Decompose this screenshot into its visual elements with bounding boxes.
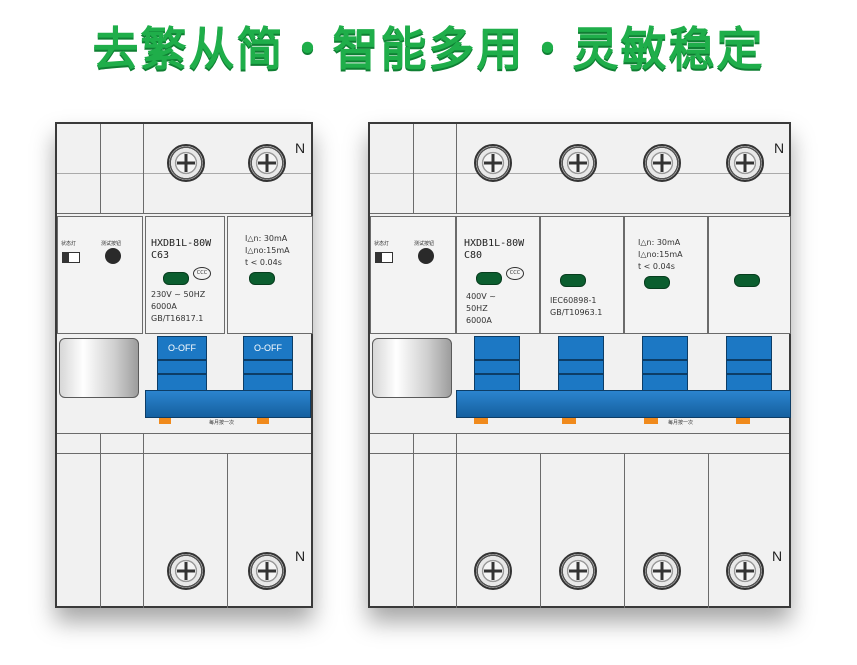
handle-left[interactable]: O-OFF (157, 336, 207, 394)
divider (143, 124, 144, 214)
divider (708, 454, 709, 608)
standards-led (560, 274, 586, 287)
top-terminal-band (57, 124, 311, 214)
orange-marker (562, 418, 576, 424)
model-number: HXDB1L-80W (151, 238, 212, 249)
divider (413, 434, 414, 608)
terminal-screw (643, 144, 681, 182)
ccc-mark: CCC (193, 267, 211, 280)
terminal-screw (643, 552, 681, 590)
test-label: 测试按钮 (414, 241, 435, 247)
handle-right-label: O-OFF (254, 343, 282, 353)
frequency-spec: 50HZ (466, 304, 488, 313)
model-number: HXDB1L-80W (464, 238, 525, 249)
test-button[interactable] (418, 248, 434, 264)
divider (456, 124, 457, 214)
trip-time: t < 0.04s (638, 262, 675, 271)
handle-pole-1[interactable] (474, 336, 520, 394)
handle-pole-2[interactable] (558, 336, 604, 394)
neutral-led (734, 274, 760, 287)
leakage-current: I△n: 30mA (245, 234, 288, 243)
terminal-screw (248, 552, 286, 590)
top-terminal-band (370, 124, 789, 214)
neutral-label-bottom: N (295, 548, 306, 564)
leakage-current: I△n: 30mA (638, 238, 681, 247)
test-label: 测试按钮 (101, 241, 122, 247)
orange-marker (474, 418, 488, 424)
terminal-screw (726, 144, 764, 182)
terminal-screw (726, 552, 764, 590)
left-breaker: N 状态灯 测试按钮 HXDB1L-80W C63 CCC 230V ~ 50H… (55, 122, 313, 608)
lower-band (57, 434, 311, 454)
handle-pole-3[interactable] (642, 336, 688, 394)
test-cylinder (59, 338, 139, 398)
divider (413, 124, 414, 214)
neutral-label-top: N (774, 140, 785, 156)
leakage-no-trip: I△no:15mA (638, 250, 683, 259)
handle-band (370, 334, 789, 434)
rating: C63 (151, 250, 170, 261)
leakage-led (644, 276, 670, 289)
terminal-screw (559, 144, 597, 182)
handle-pole-4[interactable] (726, 336, 772, 394)
neutral-label-bottom: N (772, 548, 783, 564)
divider (227, 454, 228, 608)
terminal-screw (167, 552, 205, 590)
status-indicator (62, 252, 80, 263)
divider (456, 434, 457, 608)
terminal-screw (474, 552, 512, 590)
terminal-screw (559, 552, 597, 590)
voltage-spec: 230V ~ 50HZ (151, 290, 206, 299)
test-cylinder (372, 338, 452, 398)
divider (540, 454, 541, 608)
leakage-no-trip: I△no:15mA (245, 246, 290, 255)
test-button[interactable] (105, 248, 121, 264)
status-indicator (375, 252, 393, 263)
leakage-panel (624, 216, 708, 334)
terminal-screw (474, 144, 512, 182)
rail-note: 每月按一次 (668, 420, 694, 426)
breaking-spec: 6000A (151, 302, 177, 311)
handle-band (57, 334, 311, 434)
lower-band (370, 434, 789, 454)
indicator-label: 状态灯 (374, 241, 390, 247)
ccc-mark: CCC (506, 267, 524, 280)
status-led (476, 272, 502, 285)
neutral-label-top: N (295, 140, 306, 156)
handle-right[interactable]: O-OFF (243, 336, 293, 394)
voltage-spec: 400V ~ (466, 292, 496, 301)
right-breaker: N 状态灯 测试按钮 HXDB1L-80W C80 CCC 400V ~ 50H… (368, 122, 791, 608)
orange-marker (257, 418, 269, 424)
control-module (370, 216, 456, 334)
indicator-label: 状态灯 (61, 241, 77, 247)
orange-marker (736, 418, 750, 424)
handle-tie-bar[interactable] (145, 390, 311, 418)
standard-iec: IEC60898-1 (550, 296, 597, 305)
standard-spec: GB/T16817.1 (151, 314, 204, 323)
divider (143, 434, 144, 608)
terminal-screw (167, 144, 205, 182)
handle-tie-bar[interactable] (456, 390, 791, 418)
terminal-screw (248, 144, 286, 182)
orange-marker (159, 418, 171, 424)
headline: 去繁从简・智能多用・灵敏稳定 (92, 22, 765, 76)
leakage-led (249, 272, 275, 285)
breaking-spec: 6000A (466, 316, 492, 325)
standard-gb: GB/T10963.1 (550, 308, 603, 317)
control-module (57, 216, 143, 334)
handle-left-label: O-OFF (168, 343, 196, 353)
trip-time: t < 0.04s (245, 258, 282, 267)
divider (100, 124, 101, 214)
rating: C80 (464, 250, 483, 261)
divider (624, 454, 625, 608)
status-led (163, 272, 189, 285)
orange-marker (644, 418, 658, 424)
rail-note: 每月按一次 (209, 420, 235, 426)
divider (100, 434, 101, 608)
